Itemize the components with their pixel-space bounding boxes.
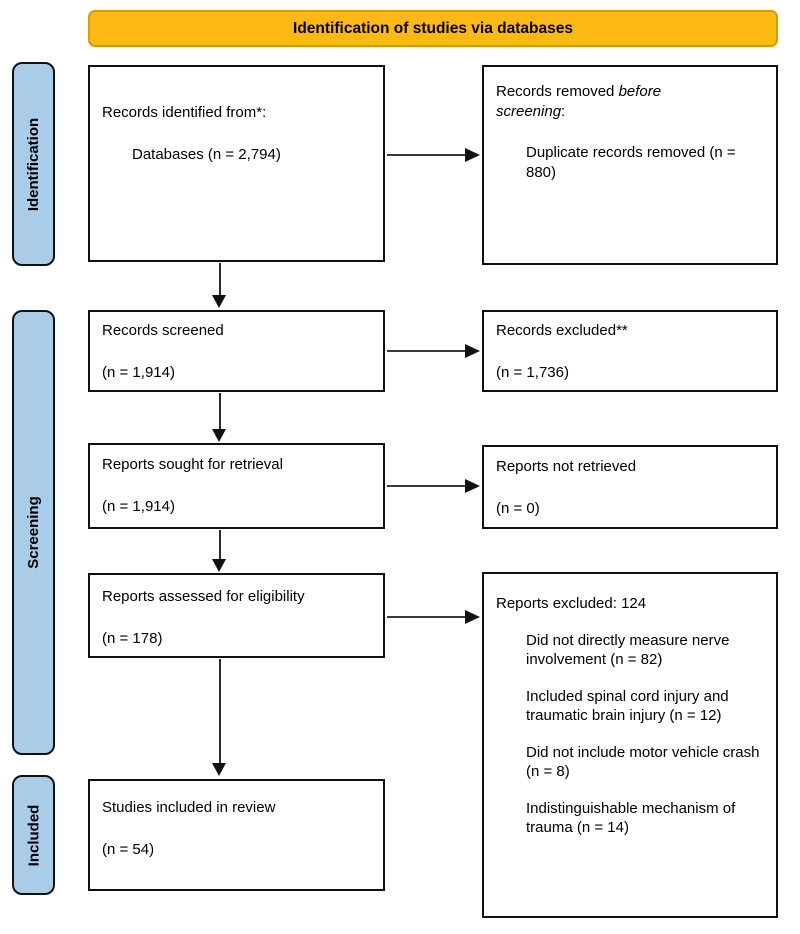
studies-included-count: (n = 54) (102, 840, 155, 858)
records-screened-count: (n = 1,914) (102, 363, 175, 381)
reports-assessed-count: (n = 178) (102, 629, 163, 647)
records-identified-label: Records identified from*: (102, 104, 267, 121)
reports-excluded-title: Reports excluded: 124 (496, 595, 647, 612)
phase-bar-screening: Screening (12, 310, 55, 755)
arrow-sought-to-assessed-head (212, 559, 226, 572)
phase-label-identification: Identification (25, 117, 42, 211)
excluded-reason-4: Indistinguishable mechanism of trauma (n… (526, 799, 736, 837)
arrow-screened-to-sought-line (219, 393, 221, 431)
excluded-reason-3: Did not include motor vehicle crash (n =… (526, 743, 760, 781)
arrow-assessed-to-excluded-line (387, 616, 467, 618)
arrow-identified-to-removed-head (465, 148, 480, 162)
reports-sought-count: (n = 1,914) (102, 497, 175, 515)
duplicates-removed-count: Duplicate records removed (n = 880) (526, 144, 736, 181)
box-records-identified: Records identified from*: Databases (n =… (88, 65, 385, 262)
banner-identification-via-databases: Identification of studies via databases (88, 10, 778, 47)
records-identified-count: Databases (n = 2,794) (132, 145, 281, 163)
records-excluded-count: (n = 1,736) (496, 363, 569, 381)
arrow-sought-to-notretrieved-head (465, 479, 480, 493)
reports-not-retrieved-count: (n = 0) (496, 499, 540, 517)
arrow-identified-to-screened-line (219, 263, 221, 297)
records-screened-label: Records screened (102, 322, 224, 339)
excluded-reason-1: Did not directly measure nerve involveme… (526, 631, 730, 669)
arrow-sought-to-assessed-line (219, 530, 221, 562)
arrow-screened-to-excluded-line (387, 350, 467, 352)
box-reports-assessed: Reports assessed for eligibility (n = 17… (88, 573, 385, 658)
arrow-sought-to-notretrieved-line (387, 485, 467, 487)
box-records-screened: Records screened (n = 1,914) (88, 310, 385, 392)
arrow-assessed-to-included-head (212, 763, 226, 776)
phase-label-included: Included (25, 804, 43, 866)
phase-bar-included: Included (12, 775, 55, 895)
phase-label-screening: Screening (25, 496, 42, 569)
arrow-assessed-to-excluded-head (465, 610, 480, 624)
arrow-screened-to-sought-head (212, 429, 226, 442)
reports-assessed-label: Reports assessed for eligibility (102, 588, 305, 605)
studies-included-label: Studies included in review (102, 799, 276, 816)
reports-sought-label: Reports sought for retrieval (102, 456, 283, 473)
box-reports-sought: Reports sought for retrieval (n = 1,914) (88, 443, 385, 529)
box-reports-excluded-reasons: Reports excluded: 124 Did not directly m… (482, 572, 778, 918)
excluded-reason-2: Included spinal cord injury and traumati… (526, 687, 729, 725)
banner-title: Identification of studies via databases (293, 19, 573, 37)
arrow-screened-to-excluded-head (465, 344, 480, 358)
reports-not-retrieved-label: Reports not retrieved (496, 458, 637, 475)
phase-bar-identification: Identification (12, 62, 55, 266)
box-studies-included: Studies included in review (n = 54) (88, 779, 385, 891)
arrow-assessed-to-included-line (219, 659, 221, 765)
arrow-identified-to-removed-line (387, 154, 467, 156)
records-excluded-label: Records excluded** (496, 322, 628, 339)
box-reports-not-retrieved: Reports not retrieved (n = 0) (482, 445, 778, 529)
arrow-identified-to-screened-head (212, 295, 226, 308)
box-records-excluded: Records excluded** (n = 1,736) (482, 310, 778, 392)
